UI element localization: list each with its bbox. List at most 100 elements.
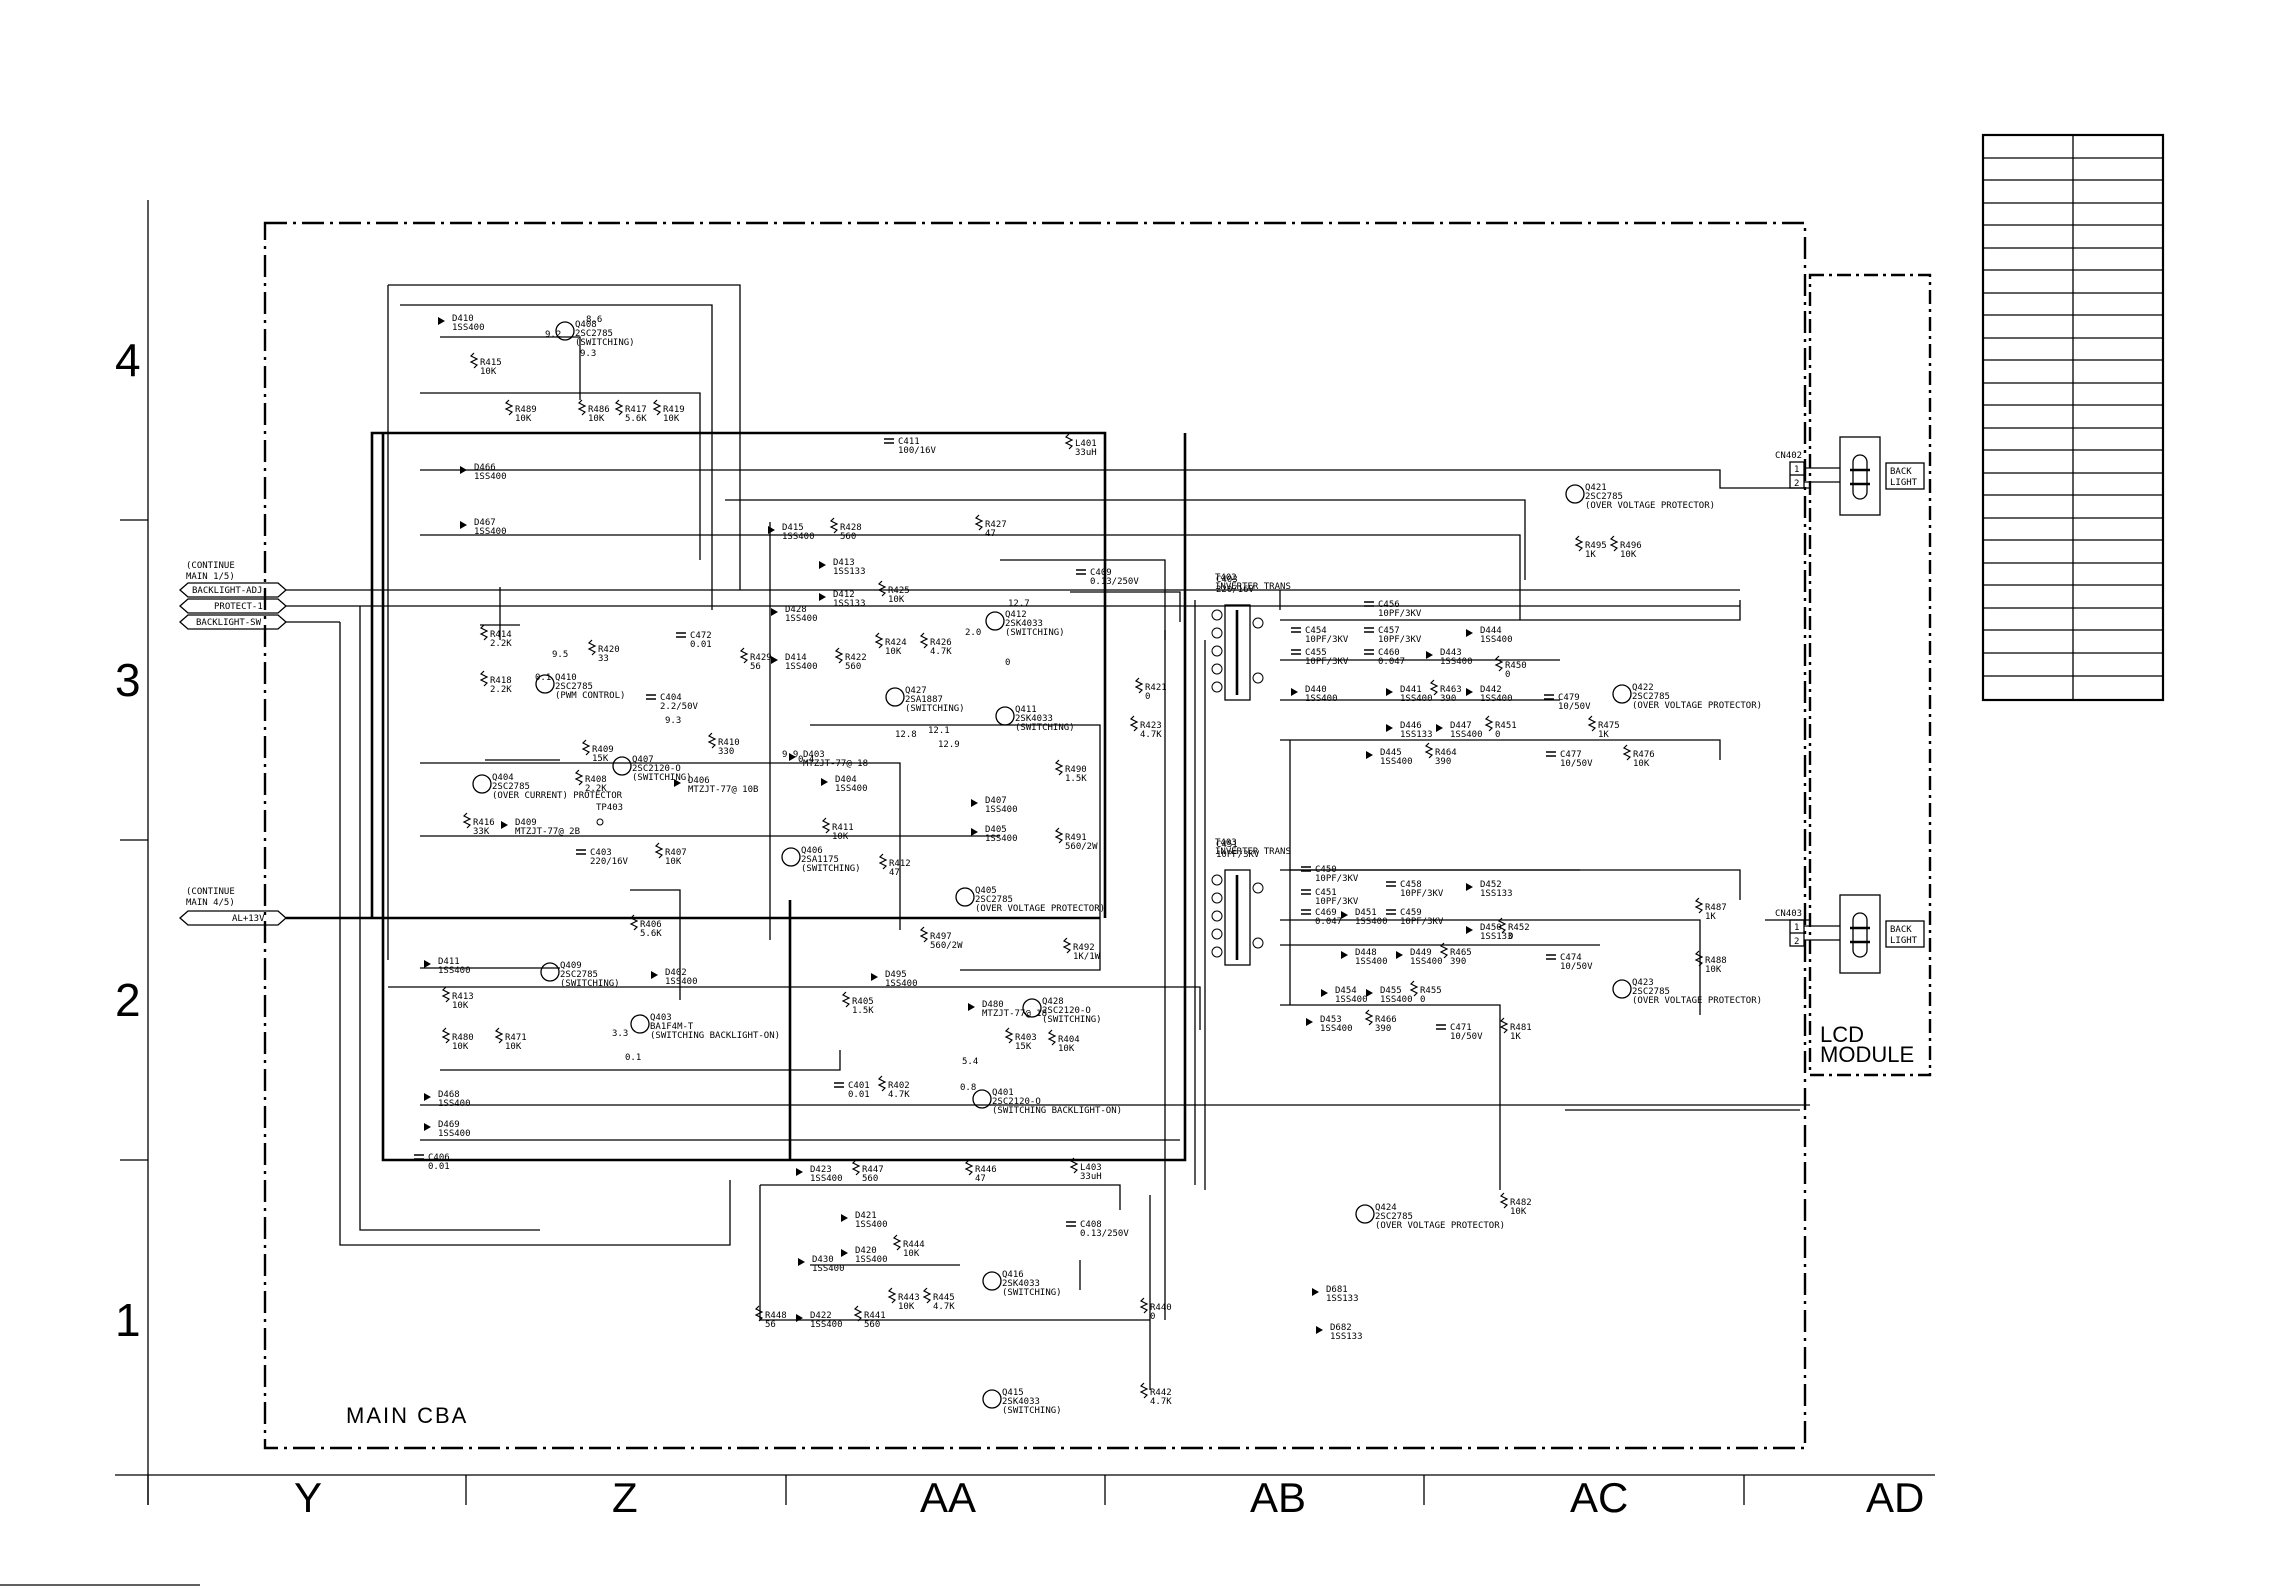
component-label: R441 — [864, 1311, 886, 1321]
component-label: C401 — [848, 1081, 870, 1091]
component-label: Q416 — [1002, 1270, 1024, 1280]
power-bus — [370, 431, 1187, 1162]
component-label: 1SS133 — [1400, 730, 1433, 740]
component-label: R491 — [1065, 833, 1087, 843]
component-label: 2SK4033 — [1002, 1397, 1040, 1407]
component-label: 1SS400 — [474, 472, 507, 482]
col-label-ac: AC — [1570, 1474, 1628, 1521]
component-label: 10/50V — [1558, 702, 1591, 712]
component-label: 390 — [1450, 957, 1466, 967]
component-label: 2SC2785 — [1632, 692, 1670, 702]
component-label: 1SS400 — [665, 977, 698, 987]
component-label: 2.2K — [490, 639, 512, 649]
component-label: (SWITCHING) — [1002, 1288, 1062, 1298]
component-label: R440 — [1150, 1303, 1172, 1313]
component-label: 0 — [1508, 932, 1513, 942]
svg-text:CN403: CN403 — [1775, 909, 1802, 919]
component-label: 1SS400 — [474, 527, 507, 537]
component-label: D469 — [438, 1120, 460, 1130]
component-label: 2SC2785 — [1585, 492, 1623, 502]
component-label: R445 — [933, 1293, 955, 1303]
component-label: R419 — [663, 405, 685, 415]
component-label: R482 — [1510, 1198, 1532, 1208]
component-label: 1SS400 — [1335, 995, 1368, 1005]
component-label: 390 — [1435, 757, 1451, 767]
component-label: 10K — [1510, 1207, 1527, 1217]
component-label: D440 — [1305, 685, 1327, 695]
component-label: 15K — [1015, 1042, 1032, 1052]
component-label: R404 — [1058, 1035, 1080, 1045]
component-label: C459 — [1400, 908, 1422, 918]
component-label: D452 — [1480, 880, 1502, 890]
component-label: C404 — [660, 693, 682, 703]
component-label: 10K — [888, 595, 905, 605]
component-label: T402 — [1215, 573, 1237, 583]
svg-text:LIGHT: LIGHT — [1890, 936, 1918, 946]
component-label: (OVER VOLTAGE PROTECTOR) — [1632, 996, 1762, 1006]
component-label: L403 — [1080, 1163, 1102, 1173]
component-label: Q412 — [1005, 610, 1027, 620]
component-label: Q403 — [650, 1013, 672, 1023]
component-label: 1.5K — [852, 1006, 874, 1016]
component-label: C456 — [1378, 600, 1400, 610]
component-label: D441 — [1400, 685, 1422, 695]
component-label: MTZJT-77@ 18 — [982, 1009, 1047, 1019]
component-label: 1K — [1585, 550, 1596, 560]
component-label: 10K — [898, 1302, 915, 1312]
component-label: D422 — [810, 1311, 832, 1321]
legend-table — [1981, 133, 2165, 702]
component-label: R481 — [1510, 1023, 1532, 1033]
component-label: 2SK4033 — [1002, 1279, 1040, 1289]
lcd-label-2: MODULE — [1820, 1042, 1914, 1067]
component-label: R447 — [862, 1165, 884, 1175]
component-label: D420 — [855, 1246, 877, 1256]
signal-protect: PROTECT-1 — [214, 602, 263, 612]
component-label: R487 — [1705, 903, 1727, 913]
component-label: R423 — [1140, 721, 1162, 731]
component-label: R420 — [598, 645, 620, 655]
component-label: R464 — [1435, 748, 1457, 758]
component-label: (OVER VOLTAGE PROTECTOR) — [1632, 701, 1762, 711]
component-label: 33uH — [1075, 448, 1097, 458]
component-label: INVERTER TRANS — [1215, 582, 1291, 592]
component-label: R486 — [588, 405, 610, 415]
component-label: R448 — [765, 1311, 787, 1321]
component-label: 47 — [975, 1174, 986, 1184]
component-label: 2.2/50V — [660, 702, 699, 712]
component-label: D449 — [1410, 948, 1432, 958]
component-label: R488 — [1705, 956, 1727, 966]
svg-text:CN402: CN402 — [1775, 451, 1802, 461]
component-label: 560 — [845, 662, 861, 672]
component-label: Q404 — [492, 773, 514, 783]
inverter-trans-t403: C451 10PF/3KV — [1211, 840, 1264, 966]
component-label: R405 — [852, 997, 874, 1007]
component-label: MTZJT-77@ 10B — [688, 785, 758, 795]
component-label: 1SS133 — [1480, 889, 1513, 899]
